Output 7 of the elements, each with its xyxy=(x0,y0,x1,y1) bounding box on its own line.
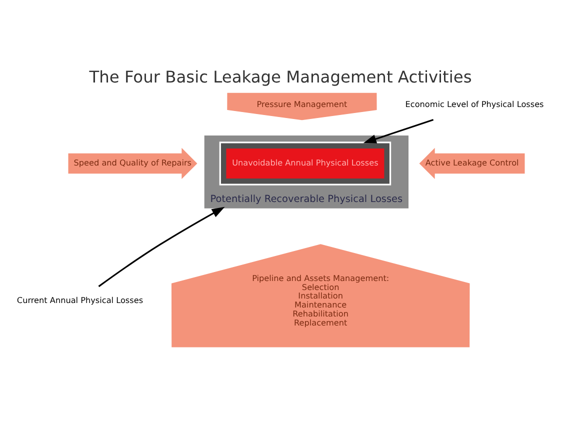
cluster xyxy=(219,142,392,186)
node-box: Unavoidable Annual Physical Losses xyxy=(226,148,384,178)
arrow xyxy=(363,118,434,144)
node-text: Current Annual Physical Losses xyxy=(16,295,144,306)
diagram-title: The Four Basic Leakage Management Activities xyxy=(89,67,472,86)
arrow xyxy=(98,206,225,288)
node-text: Economic Level of Physical Losses xyxy=(405,99,544,110)
